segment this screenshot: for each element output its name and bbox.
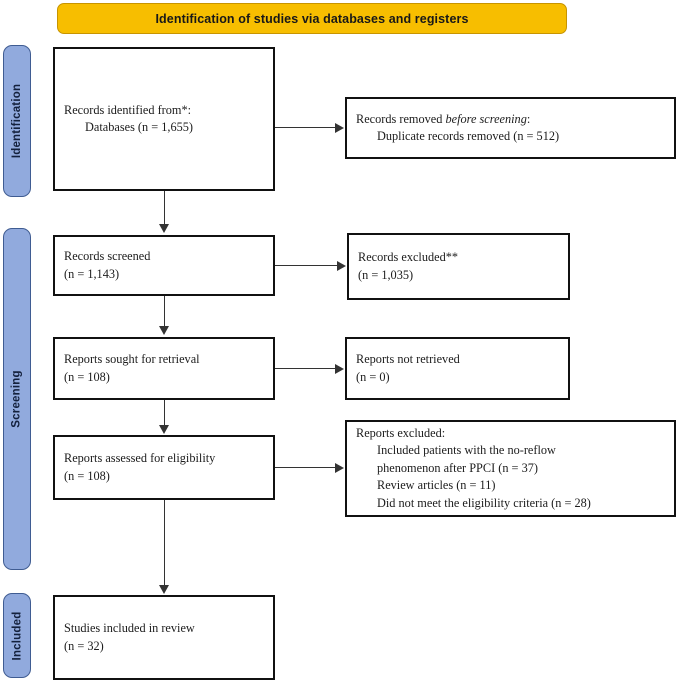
connector-screened-to-excluded [275,265,338,266]
reports-excluded-reason2: Review articles (n = 11) [377,478,496,493]
records-identified-line1: Records identified from*: [64,102,192,117]
box-records-excluded: Records excluded** (n = 1,035) [347,233,570,300]
records-excluded-count: (n = 1,035) [358,267,414,282]
studies-included-label: Studies included in review [64,621,195,636]
connector-identified-to-removed [275,127,336,128]
connector-sought-to-not-retrieved [275,368,336,369]
records-screened-label: Records screened [64,249,151,264]
records-screened-count: (n = 1,143) [64,266,120,281]
connector-assessed-to-reports-excluded [275,467,336,468]
stage-label-identification-text: Identification [11,83,24,159]
records-excluded-label: Records excluded** [358,250,459,265]
stage-label-included-text: Included [11,611,24,660]
arrowhead-down-sought [159,326,169,335]
arrowhead-down-included [159,585,169,594]
arrowhead-down-assessed [159,425,169,434]
records-removed-line1: Records removed before screening: [356,111,665,128]
arrowhead-right-reports-excluded [335,463,344,473]
arrowhead-down-screened [159,224,169,233]
reports-excluded-reason1b: phenomenon after PPCI (n = 37) [377,460,538,475]
reports-not-retrieved-count: (n = 0) [356,369,390,384]
arrowhead-right-excluded [337,261,346,271]
arrowhead-right-removed [335,123,344,133]
box-reports-excluded-reasons: Reports excluded: Included patients with… [345,420,676,517]
reports-not-retrieved-label: Reports not retrieved [356,352,460,367]
connector-sought-to-assessed [164,400,165,427]
box-reports-sought: Reports sought for retrieval (n = 108) [53,337,275,400]
section-banner-identification: Identification of studies via databases … [57,3,567,34]
box-records-screened: Records screened (n = 1,143) [53,235,275,296]
box-records-identified: Records identified from*: Databases (n =… [53,47,275,191]
records-removed-prefix: Records removed [356,111,446,126]
stage-label-screening: Screening [3,228,31,570]
records-identified-databases: Databases (n = 1,655) [85,120,194,134]
reports-excluded-heading: Reports excluded: [356,425,446,440]
studies-included-count: (n = 32) [64,638,104,653]
box-reports-assessed: Reports assessed for eligibility (n = 10… [53,435,275,500]
connector-identified-to-screened [164,191,165,226]
box-records-removed: Records removed before screening: Duplic… [345,97,676,159]
banner-title: Identification of studies via databases … [155,11,469,26]
reports-excluded-reason1a: Included patients with the no-reflow [377,443,556,458]
reports-sought-label: Reports sought for retrieval [64,352,200,367]
reports-sought-count: (n = 108) [64,369,110,384]
records-removed-emphasis: before screening [445,111,527,126]
stage-label-included: Included [3,593,31,678]
reports-assessed-label: Reports assessed for eligibility [64,451,216,466]
reports-assessed-count: (n = 108) [64,468,110,483]
duplicate-records-removed: Duplicate records removed (n = 512) [377,129,560,143]
box-reports-not-retrieved: Reports not retrieved (n = 0) [345,337,570,400]
arrowhead-right-not-retrieved [335,364,344,374]
stage-label-identification: Identification [3,45,31,197]
box-studies-included: Studies included in review (n = 32) [53,595,275,680]
reports-excluded-reason3: Did not meet the eligibility criteria (n… [377,495,591,510]
connector-assessed-to-included [164,500,165,587]
records-removed-suffix: : [526,111,531,126]
stage-label-screening-text: Screening [11,370,23,428]
connector-screened-to-sought [164,296,165,328]
